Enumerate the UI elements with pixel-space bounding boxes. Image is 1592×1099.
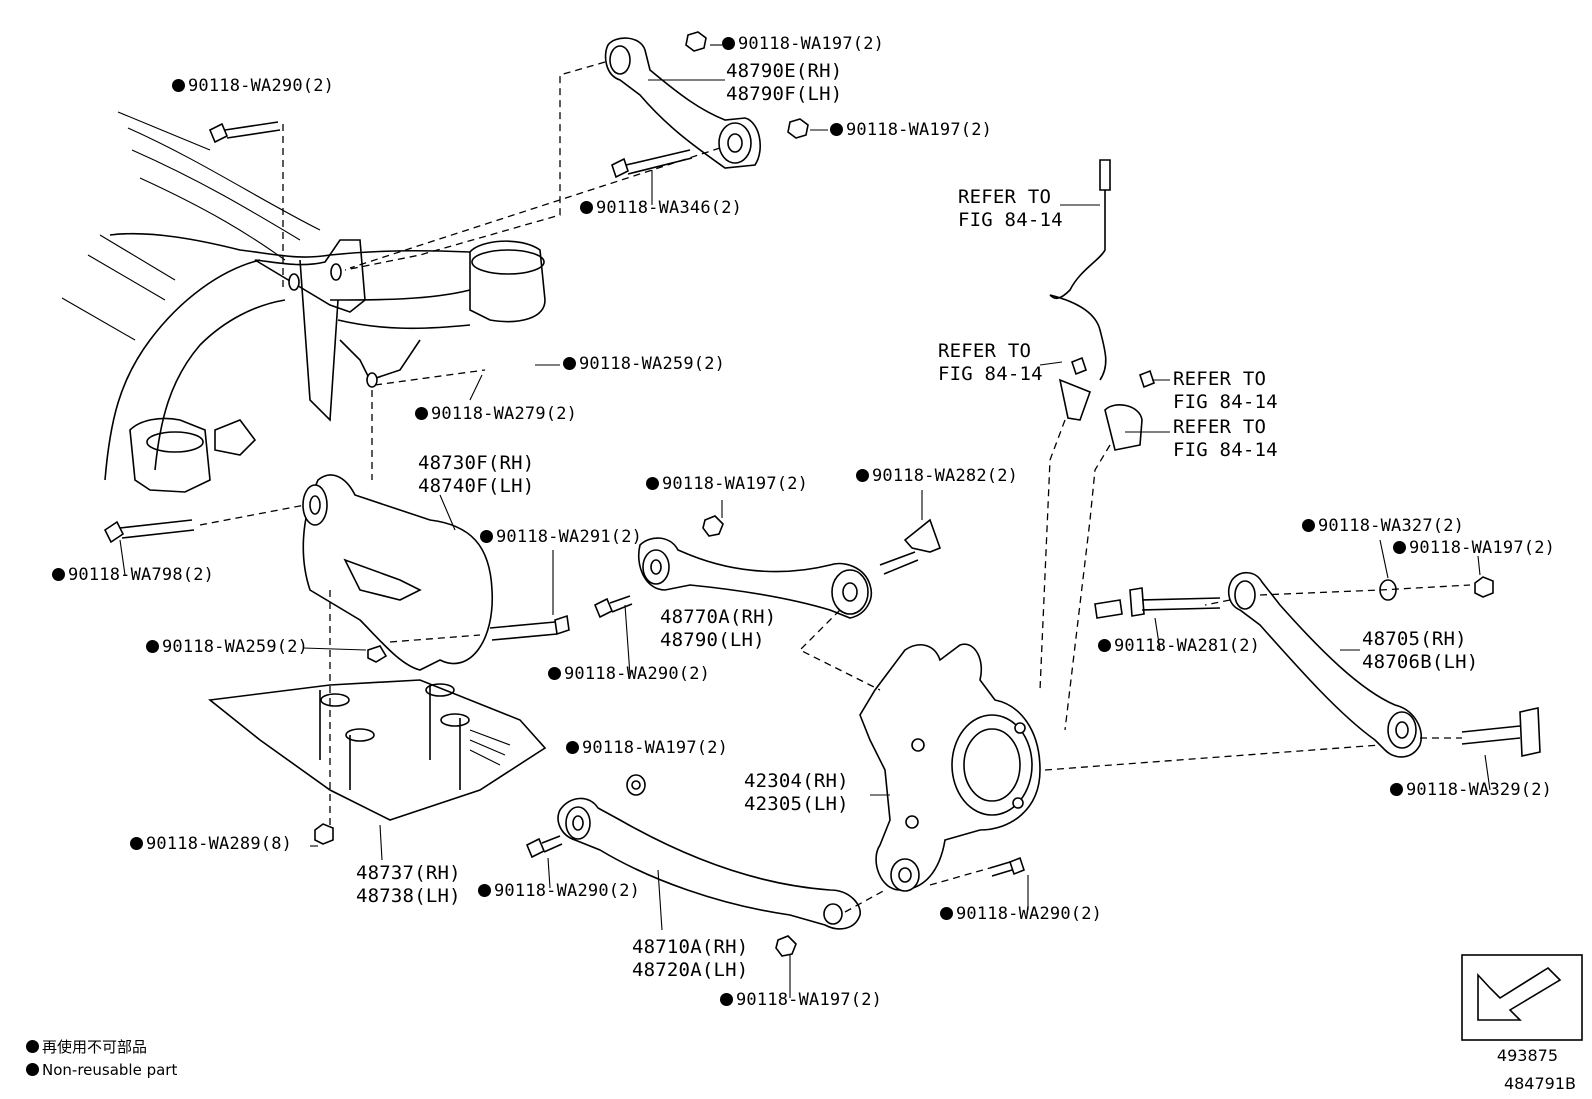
fastener-label-1: 90118-WA197(2) <box>722 34 884 54</box>
knuckle-42304 <box>859 643 1041 892</box>
fastener-label-19: 90118-WA290(2) <box>478 881 640 901</box>
bullet-dot-icon <box>566 741 579 754</box>
bullet-dot-icon <box>146 640 159 653</box>
fastener-label-18: 90118-WA289(8) <box>130 834 292 854</box>
bullet-dot-icon <box>856 469 869 482</box>
fastener-label-2: 90118-WA290(2) <box>172 76 334 96</box>
fastener-label-10: 90118-WA798(2) <box>52 565 214 585</box>
bullet-dot-icon <box>1098 639 1111 652</box>
fastener-label-4: 90118-WA346(2) <box>580 198 742 218</box>
refer-label-1: REFER TO FIG 84-14 <box>958 186 1063 231</box>
direction-arrow-icon <box>1461 954 1583 1041</box>
upper-arm-48790e <box>208 31 809 179</box>
bullet-dot-icon <box>480 530 493 543</box>
bullet-dot-icon <box>26 1063 39 1076</box>
part-label-arm-730f: 48730F(RH) 48740F(LH) <box>418 452 535 497</box>
bullet-dot-icon <box>720 993 733 1006</box>
refer-label-2: REFER TO FIG 84-14 <box>938 340 1043 385</box>
abs-sensor <box>1049 159 1155 451</box>
part-label-cover: 48737(RH) 48738(LH) <box>356 862 461 907</box>
bullet-dot-icon <box>1390 783 1403 796</box>
reference-code: 493875 <box>1496 1046 1558 1065</box>
fastener-label-12: 90118-WA290(2) <box>548 664 710 684</box>
fastener-label-11: 90118-WA259(2) <box>146 637 308 657</box>
bullet-dot-icon <box>478 884 491 897</box>
bullet-dot-icon <box>172 79 185 92</box>
part-label-knuckle: 42304(RH) 42305(LH) <box>744 770 849 815</box>
refer-label-4: REFER TO FIG 84-14 <box>1173 416 1278 461</box>
fastener-label-3: 90118-WA197(2) <box>830 120 992 140</box>
bullet-dot-icon <box>130 837 143 850</box>
fastener-label-7: 90118-WA197(2) <box>646 474 808 494</box>
bullet-dot-icon <box>26 1040 39 1053</box>
leader-lines <box>119 44 1491 998</box>
fastener-label-6: 90118-WA279(2) <box>415 404 577 424</box>
illustration-code: 484791B <box>1503 1074 1576 1093</box>
connection-lines <box>199 61 1471 913</box>
arm-48705 <box>1094 571 1541 758</box>
arm-48710a <box>525 774 861 957</box>
cover-48737 <box>208 679 547 845</box>
bullet-dot-icon <box>580 201 593 214</box>
bullet-dot-icon <box>1393 541 1406 554</box>
fastener-label-8: 90118-WA282(2) <box>856 466 1018 486</box>
bullet-dot-icon <box>1302 519 1315 532</box>
bullet-dot-icon <box>52 568 65 581</box>
legend-jp: 再使用不可部品 <box>26 1036 147 1057</box>
bullet-dot-icon <box>415 407 428 420</box>
bullet-dot-icon <box>722 37 735 50</box>
rear-subframe <box>61 111 546 493</box>
part-label-arm-710a: 48710A(RH) 48720A(LH) <box>632 936 749 981</box>
bullet-dot-icon <box>563 357 576 370</box>
bullet-dot-icon <box>940 907 953 920</box>
bullet-dot-icon <box>646 477 659 490</box>
bullet-dot-icon <box>548 667 561 680</box>
fastener-label-16: 90118-WA281(2) <box>1098 636 1260 656</box>
bullet-dot-icon <box>830 123 843 136</box>
part-label-upper-arm: 48790E(RH) 48790F(LH) <box>726 60 843 105</box>
legend-en: Non-reusable part <box>26 1061 177 1079</box>
part-label-arm-770a: 48770A(RH) 48790(LH) <box>660 606 777 651</box>
part-label-arm-705: 48705(RH) 48706B(LH) <box>1362 628 1479 673</box>
arm-48770a <box>593 515 942 619</box>
fastener-label-20: 90118-WA290(2) <box>940 904 1102 924</box>
fastener-label-9: 90118-WA291(2) <box>480 527 642 547</box>
fastener-label-21: 90118-WA197(2) <box>720 990 882 1010</box>
fastener-label-15: 90118-WA197(2) <box>1393 538 1555 558</box>
fastener-label-17: 90118-WA329(2) <box>1390 780 1552 800</box>
fastener-label-5: 90118-WA259(2) <box>563 354 725 374</box>
fastener-label-14: 90118-WA327(2) <box>1302 516 1464 536</box>
refer-label-3: REFER TO FIG 84-14 <box>1173 368 1278 413</box>
fastener-label-13: 90118-WA197(2) <box>566 738 728 758</box>
arm-48730f <box>103 474 570 671</box>
